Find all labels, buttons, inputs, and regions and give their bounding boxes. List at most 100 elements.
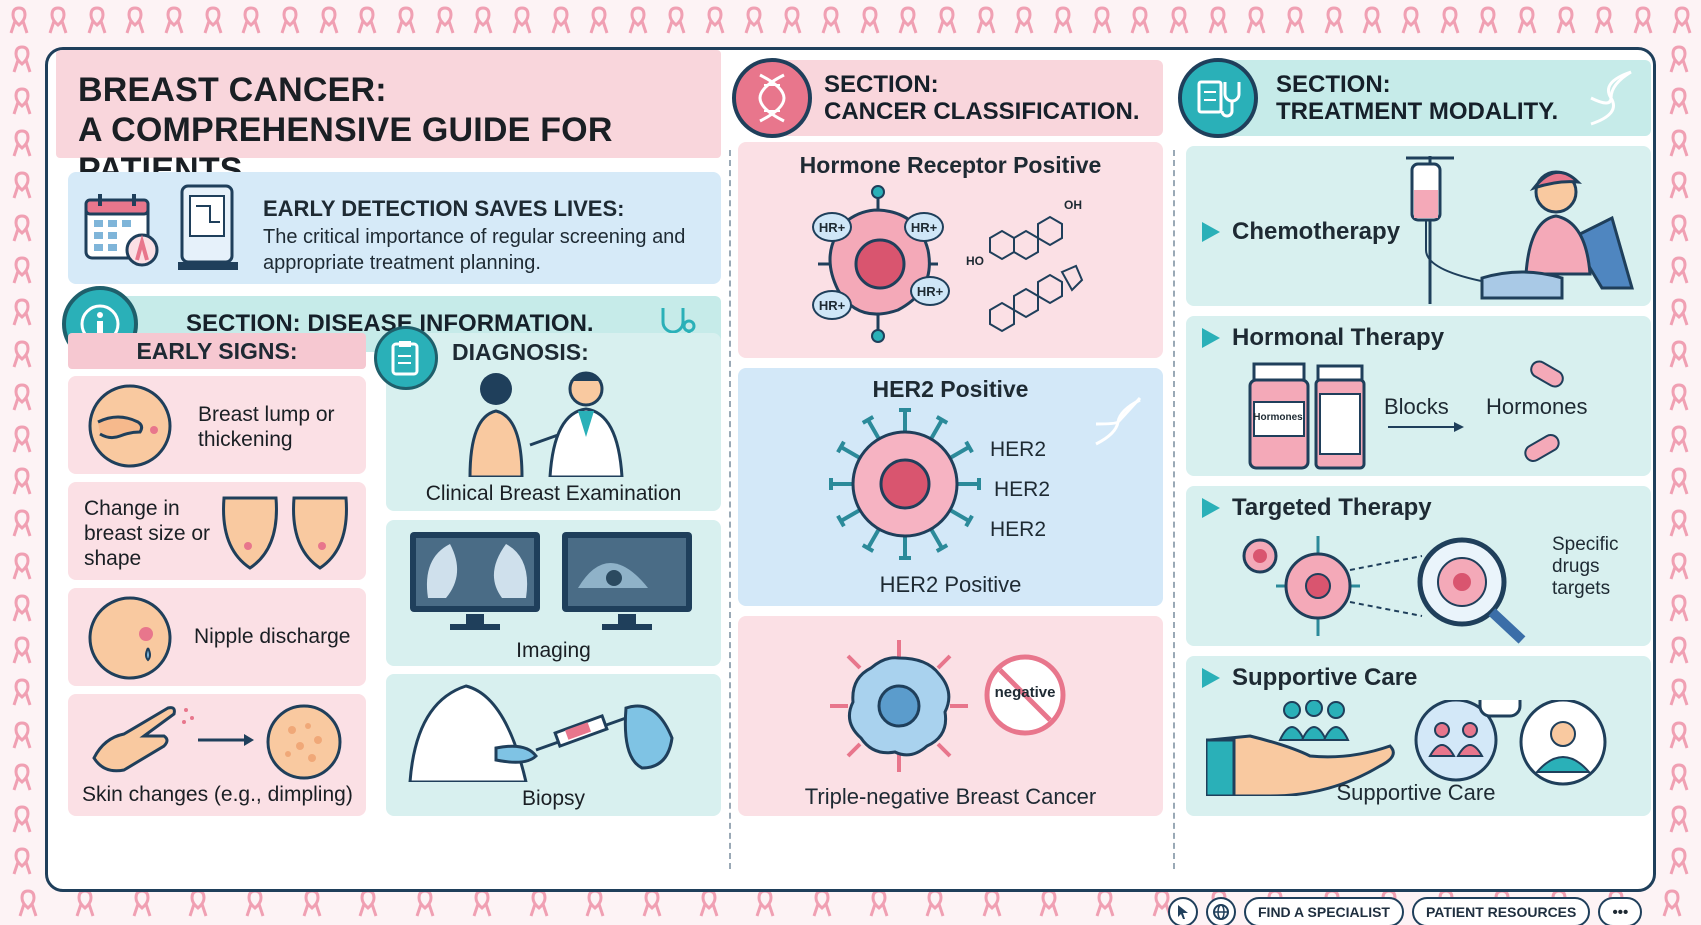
pink-ribbon-icon [1668, 382, 1690, 417]
pink-ribbon-icon [665, 5, 687, 40]
hr-marker-3: HR+ [812, 290, 852, 320]
her2-receptor-fork [935, 543, 949, 553]
supportive-care-label: Supportive Care [1232, 664, 1418, 691]
pink-ribbon-icon [11, 762, 33, 797]
pink-ribbon-icon [981, 888, 1003, 923]
dimpled-skin-icon [266, 704, 342, 780]
pink-ribbon-icon [202, 5, 224, 40]
pink-ribbon-icon [859, 5, 881, 40]
pink-ribbon-icon [1668, 846, 1690, 881]
pink-ribbon-icon [1168, 5, 1190, 40]
pink-ribbon-icon [11, 128, 33, 163]
pink-ribbon-icon [131, 888, 153, 923]
her2-positive-card: HER2 Positive HER2 HER2 HER2 HER2 Positi… [738, 368, 1163, 606]
pink-ribbon-icon [743, 5, 765, 40]
ribbon-border-top [0, 2, 1701, 42]
negative-label: negative [994, 684, 1056, 701]
pink-ribbon-icon [811, 888, 833, 923]
pink-ribbon-icon [414, 888, 436, 923]
column-divider-2 [1173, 150, 1175, 869]
pink-ribbon-icon [1668, 593, 1690, 628]
pink-ribbon-icon [1439, 5, 1461, 40]
pink-ribbon-icon [11, 466, 33, 501]
pink-ribbon-icon [1668, 551, 1690, 586]
pink-ribbon-icon [588, 5, 610, 40]
hormonal-therapy-card: Hormonal Therapy Hormones Blocks Hormone… [1186, 316, 1651, 476]
classification-column: SECTION: CANCER CLASSIFICATION. Hormone … [732, 50, 1163, 889]
pink-ribbon-icon [1661, 888, 1683, 923]
pink-ribbon-icon [1361, 5, 1383, 40]
ribbon-border-left [2, 40, 42, 885]
sign-label-discharge: Nipple discharge [194, 625, 351, 648]
dna-icon [732, 58, 812, 138]
treatment-section-line-1: SECTION: [1276, 71, 1391, 98]
early-detection-heading: EARLY DETECTION SAVES LIVES: [263, 196, 625, 221]
pink-ribbon-icon [395, 5, 417, 40]
diagnosis-label-imaging: Imaging [516, 639, 591, 662]
globe-icon [1213, 904, 1229, 920]
page-title-line-1: BREAST CANCER: [78, 71, 387, 109]
pink-ribbon-icon [11, 593, 33, 628]
pink-ribbon-icon [11, 804, 33, 839]
more-options-button[interactable]: ••• [1598, 897, 1643, 925]
pink-ribbon-icon [11, 255, 33, 290]
triple-negative-caption: Triple-negative Breast Cancer [804, 784, 1097, 809]
pink-ribbon-icon [1668, 466, 1690, 501]
pink-ribbon-icon [1400, 5, 1422, 40]
medical-report-icon [1178, 58, 1258, 138]
pink-ribbon-icon [471, 888, 493, 923]
pink-ribbon-icon [163, 5, 185, 40]
hormonal-therapy-arrow-icon [1202, 328, 1220, 348]
pink-ribbon-icon [1668, 339, 1690, 374]
pink-ribbon-icon [1052, 5, 1074, 40]
diagnosis-label-exam: Clinical Breast Examination [425, 482, 682, 505]
pink-ribbon-icon [11, 86, 33, 121]
pink-ribbon-icon [1038, 888, 1060, 923]
pink-ribbon-icon [1091, 5, 1113, 40]
supportive-care-card: Supportive Care Supportive Care [1186, 656, 1651, 816]
doctor-patient-exam-icon [468, 371, 624, 477]
find-specialist-button[interactable]: FIND A SPECIALIST [1244, 897, 1404, 925]
pink-ribbon-icon [754, 888, 776, 923]
her2-positive-caption: HER2 Positive [879, 572, 1022, 597]
targeted-therapy-arrow-icon [1202, 498, 1220, 518]
pink-ribbon-icon [11, 508, 33, 543]
supportive-care-caption: Supportive Care [1336, 780, 1496, 805]
her2-receptor-spike [947, 445, 971, 461]
pink-ribbon-icon [1668, 86, 1690, 121]
pink-ribbon-icon [1668, 128, 1690, 163]
nipple-discharge-icon [88, 596, 172, 680]
pink-ribbon-icon [550, 5, 572, 40]
hand-on-breast-icon [88, 384, 172, 468]
pink-ribbon-icon [1671, 5, 1693, 40]
pink-ribbon-icon [936, 5, 958, 40]
sign-label-skin: Skin changes (e.g., dimpling) [82, 783, 353, 806]
chemotherapy-label: Chemotherapy [1232, 218, 1401, 245]
supportive-care-arrow-icon [1202, 668, 1220, 688]
sign-label-size: Change in breast size or shape [84, 497, 211, 570]
her2-receptor-spike [866, 526, 882, 550]
dna-decoration-icon [1590, 70, 1632, 126]
diagnosis-exam-card: DIAGNOSIS: Clinical Breast Examination [386, 333, 721, 511]
pink-ribbon-icon [11, 339, 33, 374]
treatment-section-line-2: TREATMENT MODALITY. [1276, 98, 1559, 125]
her2-marker-3: HER2 [990, 518, 1047, 541]
pink-ribbon-icon [868, 888, 890, 923]
her2-receptor-spike [947, 507, 971, 523]
pink-ribbon-icon [1477, 5, 1499, 40]
language-button[interactable] [1206, 897, 1236, 925]
pink-ribbon-icon [1555, 5, 1577, 40]
hr-marker-1: HR+ [812, 212, 852, 242]
her2-receptor-fork [935, 415, 949, 425]
pink-ribbon-icon [434, 5, 456, 40]
hormone-molecule-icon [989, 215, 1084, 333]
pink-ribbon-icon [641, 888, 663, 923]
classification-section-line-1: SECTION: [824, 71, 939, 98]
her2-receptor-spike [839, 445, 863, 461]
pink-ribbon-icon [511, 5, 533, 40]
patient-resources-button[interactable]: PATIENT RESOURCES [1411, 897, 1591, 925]
pink-ribbon-icon [1284, 5, 1306, 40]
pink-ribbon-icon [1094, 888, 1116, 923]
sign-card-size: Change in breast size or shape [68, 482, 366, 580]
cursor-button[interactable] [1168, 897, 1198, 925]
